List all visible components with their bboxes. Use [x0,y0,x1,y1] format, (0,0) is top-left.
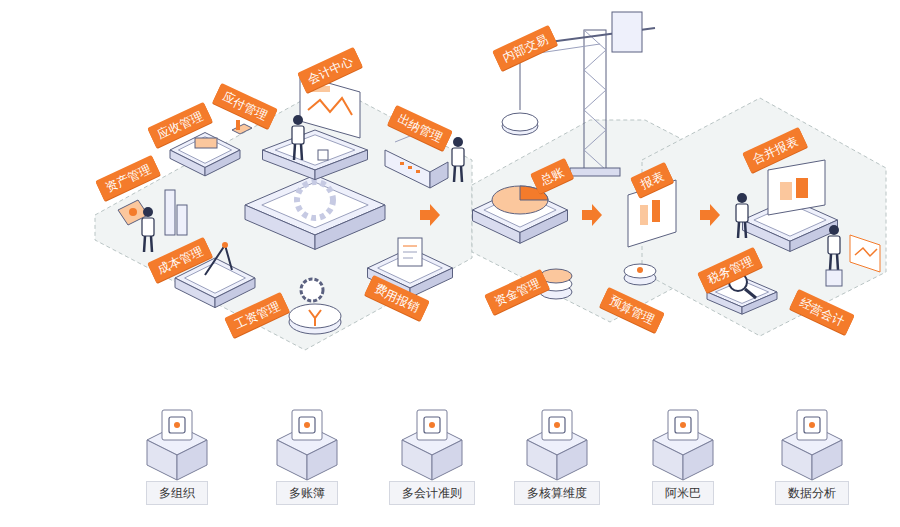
node-text: 费用报销 [372,281,422,316]
node-text: 工资管理 [232,298,282,333]
module-tag: 内部交易 [492,25,557,71]
module-tag: 工资管理 [224,292,289,338]
node-text: 税务管理 [705,253,755,288]
node-text: 资产管理 [103,161,153,196]
node-text: 应收管理 [155,108,205,143]
node-text: 总账 [538,164,567,189]
module-tag: 预算管理 [599,287,664,333]
node-text: 数据分析 [788,485,836,501]
node-text: 多会计准则 [402,485,462,501]
node-text: 成本管理 [155,243,205,278]
node-text: 多组织 [159,485,195,501]
node-text: 多核算维度 [527,485,587,501]
feature-label: 多组织 [146,481,208,505]
module-tag: 费用报销 [364,275,429,321]
feature-label: 多核算维度 [514,481,600,505]
module-tag: 资金管理 [484,269,549,315]
node-text: 出纳管理 [395,111,445,146]
feature-label: 多账簿 [276,481,338,505]
module-tag: 总账 [530,158,574,194]
module-tag: 资产管理 [95,155,160,201]
module-tag: 报表 [630,162,674,198]
node-text: 预算管理 [607,293,657,328]
feature-label: 多会计准则 [389,481,475,505]
node-text: 应付管理 [220,89,270,124]
module-tag: 合并报表 [742,127,807,173]
node-text: 报表 [638,168,667,193]
module-tag: 应付管理 [212,83,277,129]
module-tag: 经营会计 [789,289,854,335]
node-text: 多账簿 [289,485,325,501]
module-tag: 应收管理 [147,102,212,148]
node-text: 合并报表 [750,133,800,168]
module-tag: 出纳管理 [387,105,452,151]
node-text: 资金管理 [492,275,542,310]
node-text: 阿米巴 [665,485,701,501]
node-text: 经营会计 [797,295,847,330]
module-tag: 税务管理 [697,247,762,293]
node-text: 会计中心 [305,53,355,88]
feature-label: 数据分析 [775,481,849,505]
module-tag: 成本管理 [147,237,212,283]
module-tag: 会计中心 [297,47,362,93]
feature-label: 阿米巴 [652,481,714,505]
node-text: 内部交易 [500,31,550,66]
